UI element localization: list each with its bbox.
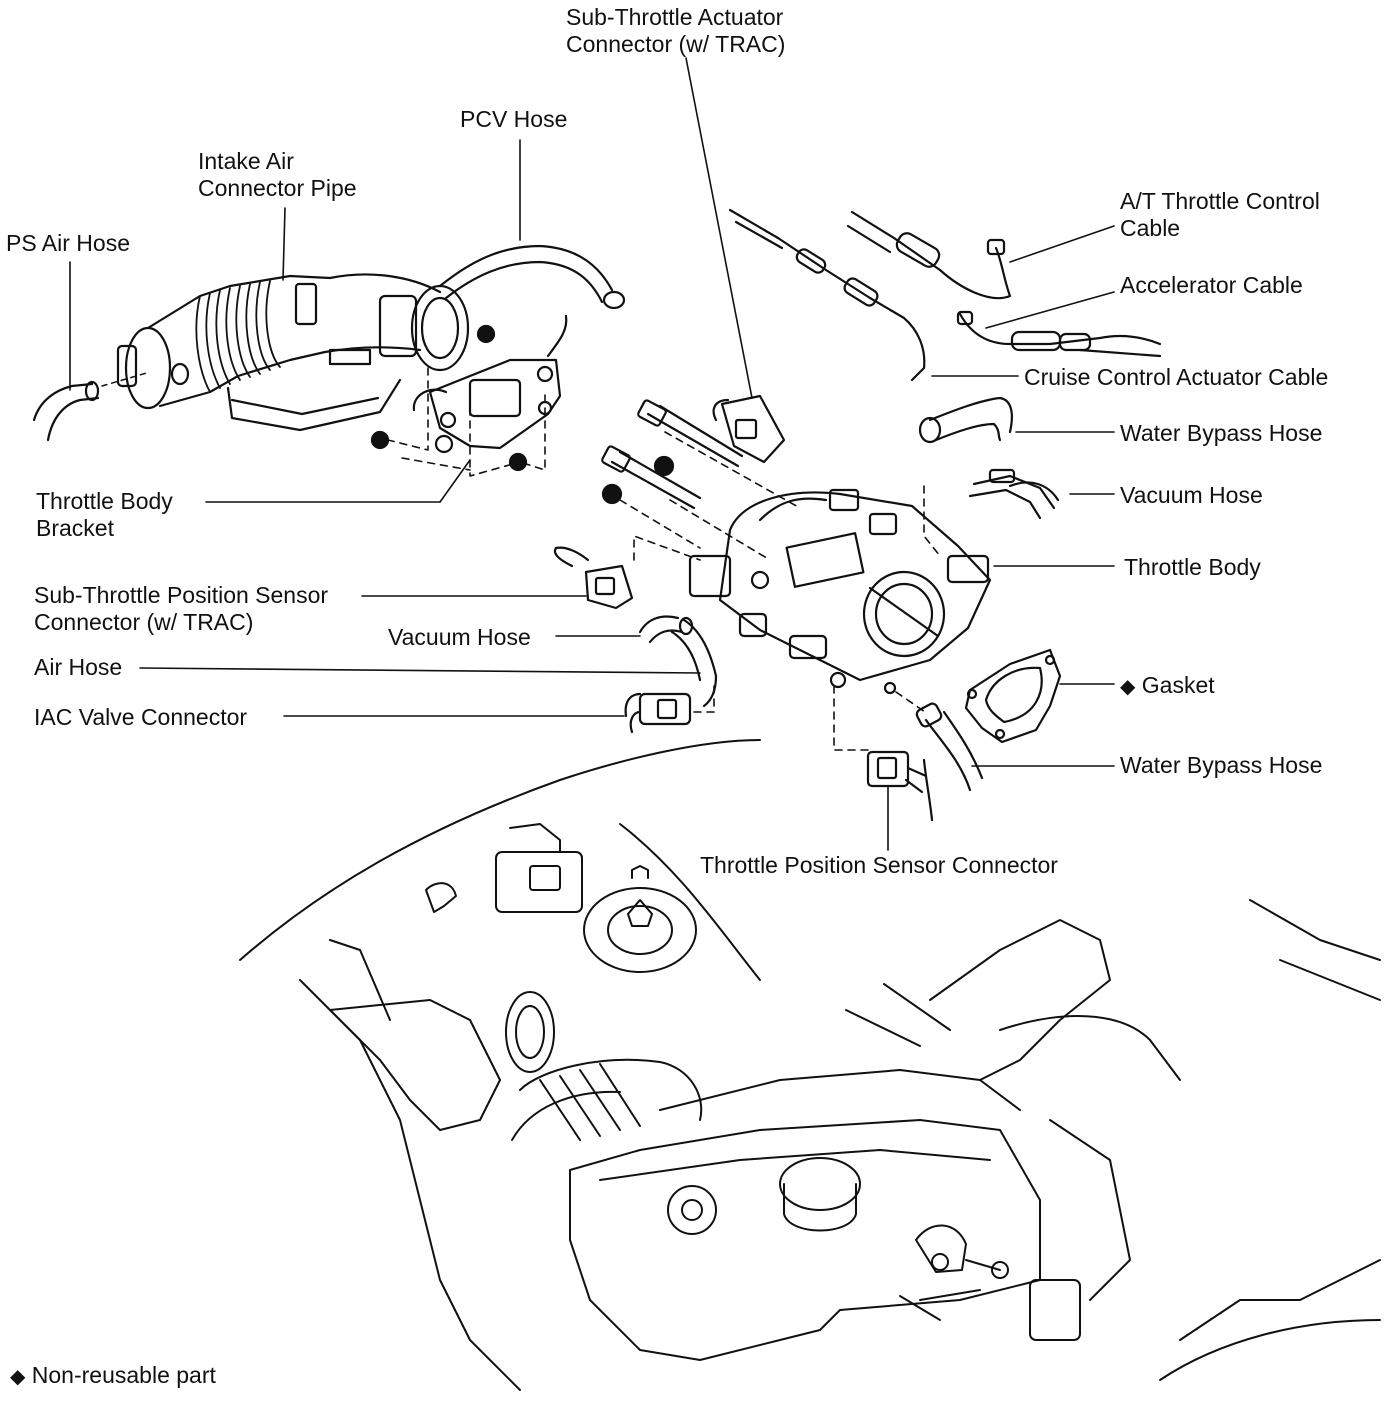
label-sub-throttle-actuator-connector: Sub-Throttle Actuator Connector (w/ TRAC… [566, 4, 785, 58]
iac-valve-connector-drawing [624, 692, 692, 734]
label-pcv-hose: PCV Hose [460, 106, 568, 132]
label-sub-throttle-actuator-line2: Connector (w/ TRAC) [566, 31, 786, 57]
throttle-body-drawing [688, 488, 992, 695]
label-water-bypass-hose-lower: Water Bypass Hose [1120, 752, 1323, 778]
label-accelerator-cable: Accelerator Cable [1120, 272, 1303, 298]
label-sub-tps-line1: Sub-Throttle Position Sensor [34, 582, 329, 608]
footnote-text: Non-reusable part [31, 1362, 216, 1388]
footnote-non-reusable-part: ◆ Non-reusable part [10, 1362, 216, 1391]
label-bracket-line2: Bracket [36, 515, 114, 541]
engine-bay-drawing [239, 739, 1381, 1391]
non-reusable-diamond-icon: ◆ [1120, 676, 1136, 698]
label-iac-valve-connector: IAC Valve Connector [34, 704, 248, 730]
label-at-throttle-line1: A/T Throttle Control [1120, 188, 1320, 214]
ps-air-hose-drawing [32, 371, 151, 442]
water-bypass-hose-lower-drawing [915, 702, 984, 822]
label-cruise-control-actuator-cable: Cruise Control Actuator Cable [1024, 364, 1329, 390]
footnote-diamond-icon: ◆ [10, 1366, 26, 1388]
pcv-hose-drawing [438, 244, 626, 310]
gasket-drawing [964, 648, 1062, 744]
label-gasket-text: Gasket [1141, 672, 1215, 698]
intake-air-connector-pipe-drawing [116, 273, 470, 432]
throttle-position-sensor-connector-drawing [866, 750, 928, 794]
label-vacuum-hose-left: Vacuum Hose [388, 624, 531, 650]
label-sub-throttle-position-sensor-connector: Sub-Throttle Position Sensor Connector (… [34, 582, 328, 636]
cables-drawing [728, 208, 1162, 382]
dashed-assembly-lines [387, 367, 941, 751]
label-at-throttle-line2: Cable [1120, 215, 1181, 241]
label-throttle-position-sensor-connector: Throttle Position Sensor Connector [700, 852, 1058, 878]
label-air-hose: Air Hose [34, 654, 123, 680]
label-gasket: ◆ Gasket [1120, 672, 1215, 701]
vacuum-hose-right-drawing [968, 468, 1060, 520]
label-at-throttle-control-cable: A/T Throttle Control Cable [1120, 188, 1320, 242]
label-vacuum-hose-right: Vacuum Hose [1120, 482, 1263, 508]
label-intake-air-connector-pipe: Intake Air Connector Pipe [198, 148, 357, 202]
label-throttle-body-bracket: Throttle Body Bracket [36, 488, 173, 542]
throttle-body-bracket-drawing [370, 314, 568, 472]
label-sub-tps-line2: Connector (w/ TRAC) [34, 609, 254, 635]
label-ps-air-hose: PS Air Hose [6, 230, 130, 256]
sub-throttle-actuator-connector-drawing [712, 394, 786, 464]
bolts-drawing [601, 399, 744, 510]
label-bracket-line1: Throttle Body [36, 488, 173, 514]
label-throttle-body: Throttle Body [1124, 554, 1261, 580]
label-sub-throttle-actuator-line1: Sub-Throttle Actuator [566, 4, 784, 30]
water-bypass-hose-upper-drawing [918, 396, 1013, 444]
label-intake-air-line1: Intake Air [198, 148, 294, 174]
leader-lines [69, 57, 1115, 851]
label-water-bypass-hose-upper: Water Bypass Hose [1120, 420, 1323, 446]
label-intake-air-line2: Connector Pipe [198, 175, 357, 201]
sub-throttle-position-sensor-connector-drawing [553, 546, 634, 610]
vacuum-and-air-hose-drawing [638, 615, 718, 708]
